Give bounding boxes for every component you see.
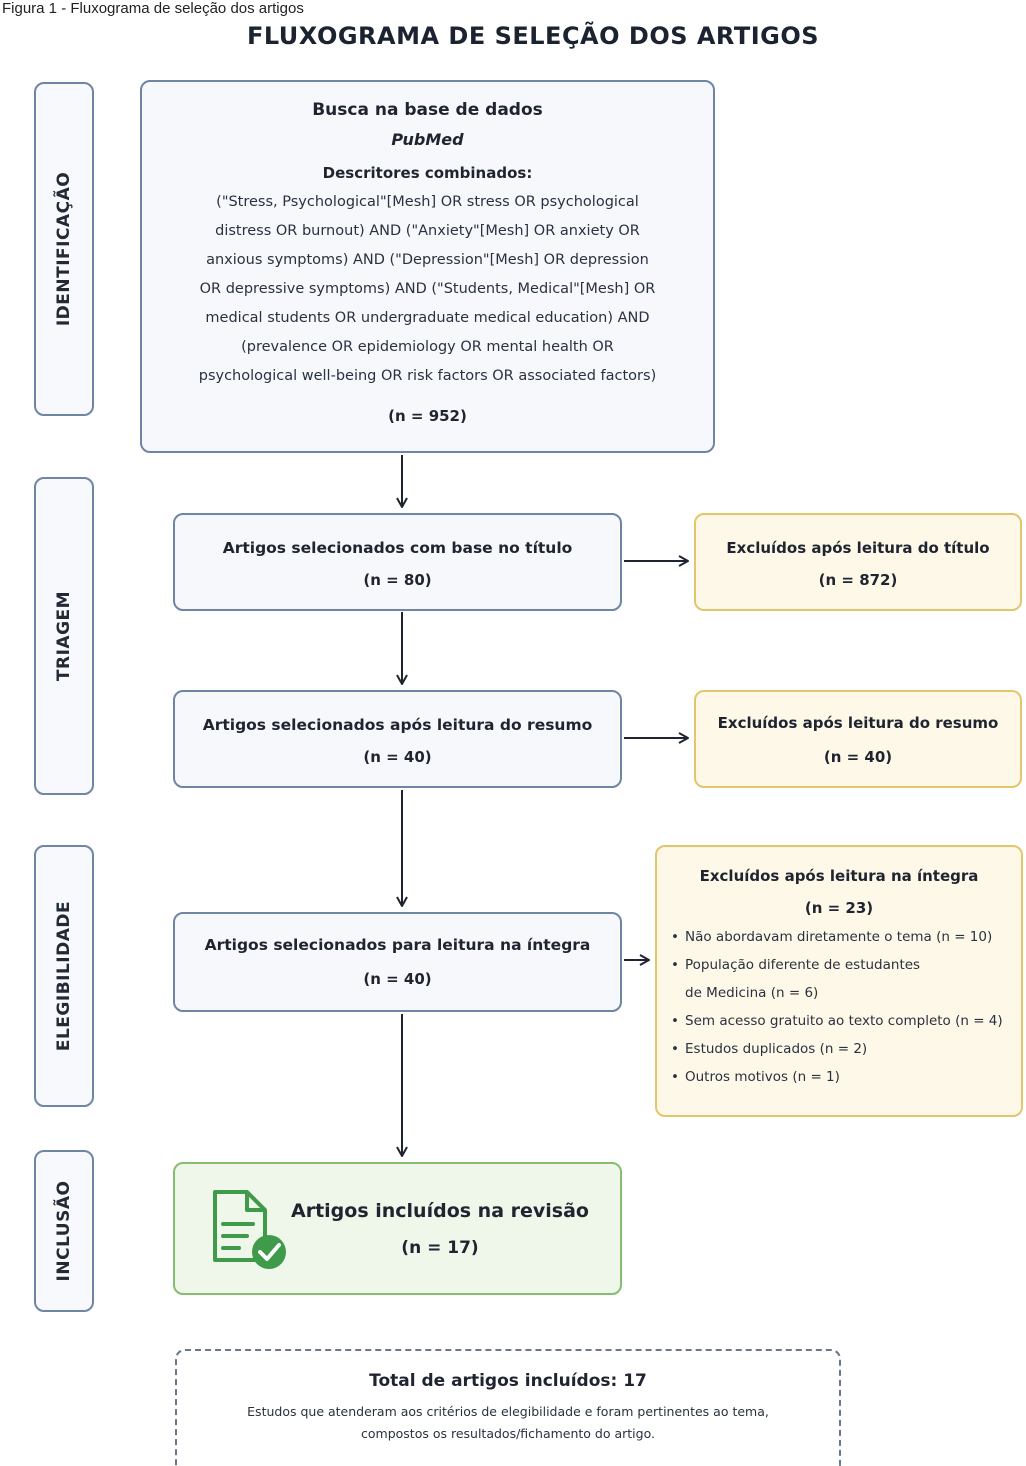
search-count: (n = 952) (388, 407, 467, 425)
fulltext-screening-box: Artigos selecionados para leitura na ínt… (173, 912, 622, 1012)
stage-inclusao: INCLUSÃO (34, 1150, 94, 1312)
included-box: Artigos incluídos na revisão (n = 17) (173, 1162, 622, 1295)
document-check-icon (213, 1190, 286, 1269)
exclusion-reason: Estudos duplicados (n = 2) (669, 1035, 1021, 1063)
stage-identificacao: IDENTIFICAÇÃO (34, 82, 94, 416)
stage-identificacao-label: IDENTIFICAÇÃO (54, 171, 74, 327)
title-screening-count: (n = 80) (363, 571, 432, 589)
query-line: psychological well-being OR risk factors… (198, 368, 657, 384)
title-screening-box: Artigos selecionados com base no título … (173, 513, 622, 611)
exclusion-reason: Não abordavam diretamente o tema (n = 10… (669, 923, 1021, 951)
search-database: PubMed (391, 130, 464, 149)
abstract-excluded-count: (n = 40) (823, 748, 893, 766)
title-excluded-count: (n = 872) (818, 571, 898, 589)
exclusion-reason-text: População diferente de estudantes (685, 957, 921, 973)
abstract-excluded-label: Excluídos após leitura do resumo (717, 714, 999, 732)
total-note-line: Estudos que atenderam aos critérios de e… (247, 1404, 769, 1419)
search-heading: Busca na base de dados (312, 100, 543, 120)
stage-elegibilidade-label: ELEGIBILIDADE (54, 900, 74, 1052)
query-line: medical students OR undergraduate medica… (205, 310, 650, 326)
fulltext-excluded-label: Excluídos após leitura na íntegra (699, 867, 979, 885)
fulltext-excluded-box: Excluídos após leitura na íntegra (n = 2… (655, 845, 1023, 1117)
page-title: FLUXOGRAMA DE SELEÇÃO DOS ARTIGOS (246, 22, 820, 50)
total-summary-box: Total de artigos incluídos: 17 Estudos q… (175, 1349, 841, 1466)
search-box: Busca na base de dados PubMed Descritore… (140, 80, 715, 453)
query-line: (prevalence OR epidemiology OR mental he… (241, 339, 614, 355)
exclusion-reasons-list: Não abordavam diretamente o tema (n = 10… (669, 923, 1021, 1091)
fulltext-screening-label: Artigos selecionados para leitura na ínt… (204, 936, 591, 954)
abstract-excluded-box: Excluídos após leitura do resumo (n = 40… (694, 690, 1022, 788)
exclusion-reason: População diferente de estudantes de Medi… (669, 951, 1021, 1007)
fulltext-screening-count: (n = 40) (363, 970, 432, 988)
abstract-screening-box: Artigos selecionados após leitura do res… (173, 690, 622, 788)
included-label: Artigos incluídos na revisão (291, 1200, 589, 1222)
fulltext-excluded-count: (n = 23) (804, 899, 874, 917)
search-query: ("Stress, Psychological"[Mesh] OR stress… (142, 188, 713, 391)
stage-inclusao-label: INCLUSÃO (54, 1180, 74, 1282)
query-line: OR depressive symptoms) AND ("Students, … (199, 281, 656, 297)
abstract-screening-count: (n = 40) (363, 748, 432, 766)
included-count: (n = 17) (401, 1238, 479, 1258)
exclusion-reason-continued: de Medicina (n = 6) (685, 985, 819, 1001)
abstract-screening-label: Artigos selecionados após leitura do res… (202, 716, 593, 734)
title-screening-label: Artigos selecionados com base no título (222, 539, 573, 557)
query-line: anxious symptoms) AND ("Depression"[Mesh… (206, 252, 649, 268)
exclusion-reason: Outros motivos (n = 1) (669, 1063, 1021, 1091)
total-label: Total de artigos incluídos: 17 (369, 1371, 647, 1391)
figure-caption: Figura 1 - Fluxograma de seleção dos art… (2, 0, 304, 17)
stage-triagem-label: TRIAGEM (54, 590, 74, 682)
exclusion-reason: Sem acesso gratuito ao texto completo (n… (669, 1007, 1021, 1035)
title-excluded-box: Excluídos após leitura do título (n = 87… (694, 513, 1022, 611)
query-line: distress OR burnout) AND ("Anxiety"[Mesh… (215, 223, 640, 239)
title-excluded-label: Excluídos após leitura do título (726, 539, 990, 557)
total-note-line: compostos os resultados/fichamento do ar… (361, 1426, 655, 1441)
stage-triagem: TRIAGEM (34, 477, 94, 795)
query-line: ("Stress, Psychological"[Mesh] OR stress… (216, 194, 639, 210)
stage-elegibilidade: ELEGIBILIDADE (34, 845, 94, 1107)
descriptors-heading: Descritores combinados: (322, 164, 533, 182)
